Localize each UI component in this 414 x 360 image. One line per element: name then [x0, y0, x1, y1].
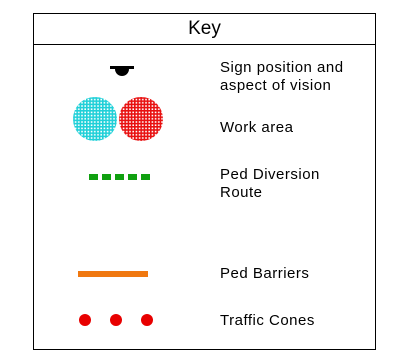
sign-position-icon	[107, 64, 137, 88]
legend-box: Key Sign position and aspect of vision	[33, 13, 376, 350]
legend-label-ped-barriers: Ped Barriers	[220, 265, 310, 282]
legend-label-ped-diversion: Ped Diversion Route	[220, 166, 320, 201]
legend-label-traffic-cones: Traffic Cones	[220, 312, 315, 329]
legend-label-work-area: Work area	[220, 119, 294, 136]
ped-diversion-icon	[89, 172, 155, 182]
legend-label-sign-position: Sign position and aspect of vision	[220, 59, 344, 94]
traffic-cone-icon	[78, 313, 158, 327]
work-area-icon	[70, 94, 170, 144]
ped-barrier-icon	[78, 271, 148, 277]
work-area-red-circle	[119, 97, 163, 141]
legend-title: Key	[34, 14, 375, 45]
work-area-cyan-circle	[73, 97, 117, 141]
